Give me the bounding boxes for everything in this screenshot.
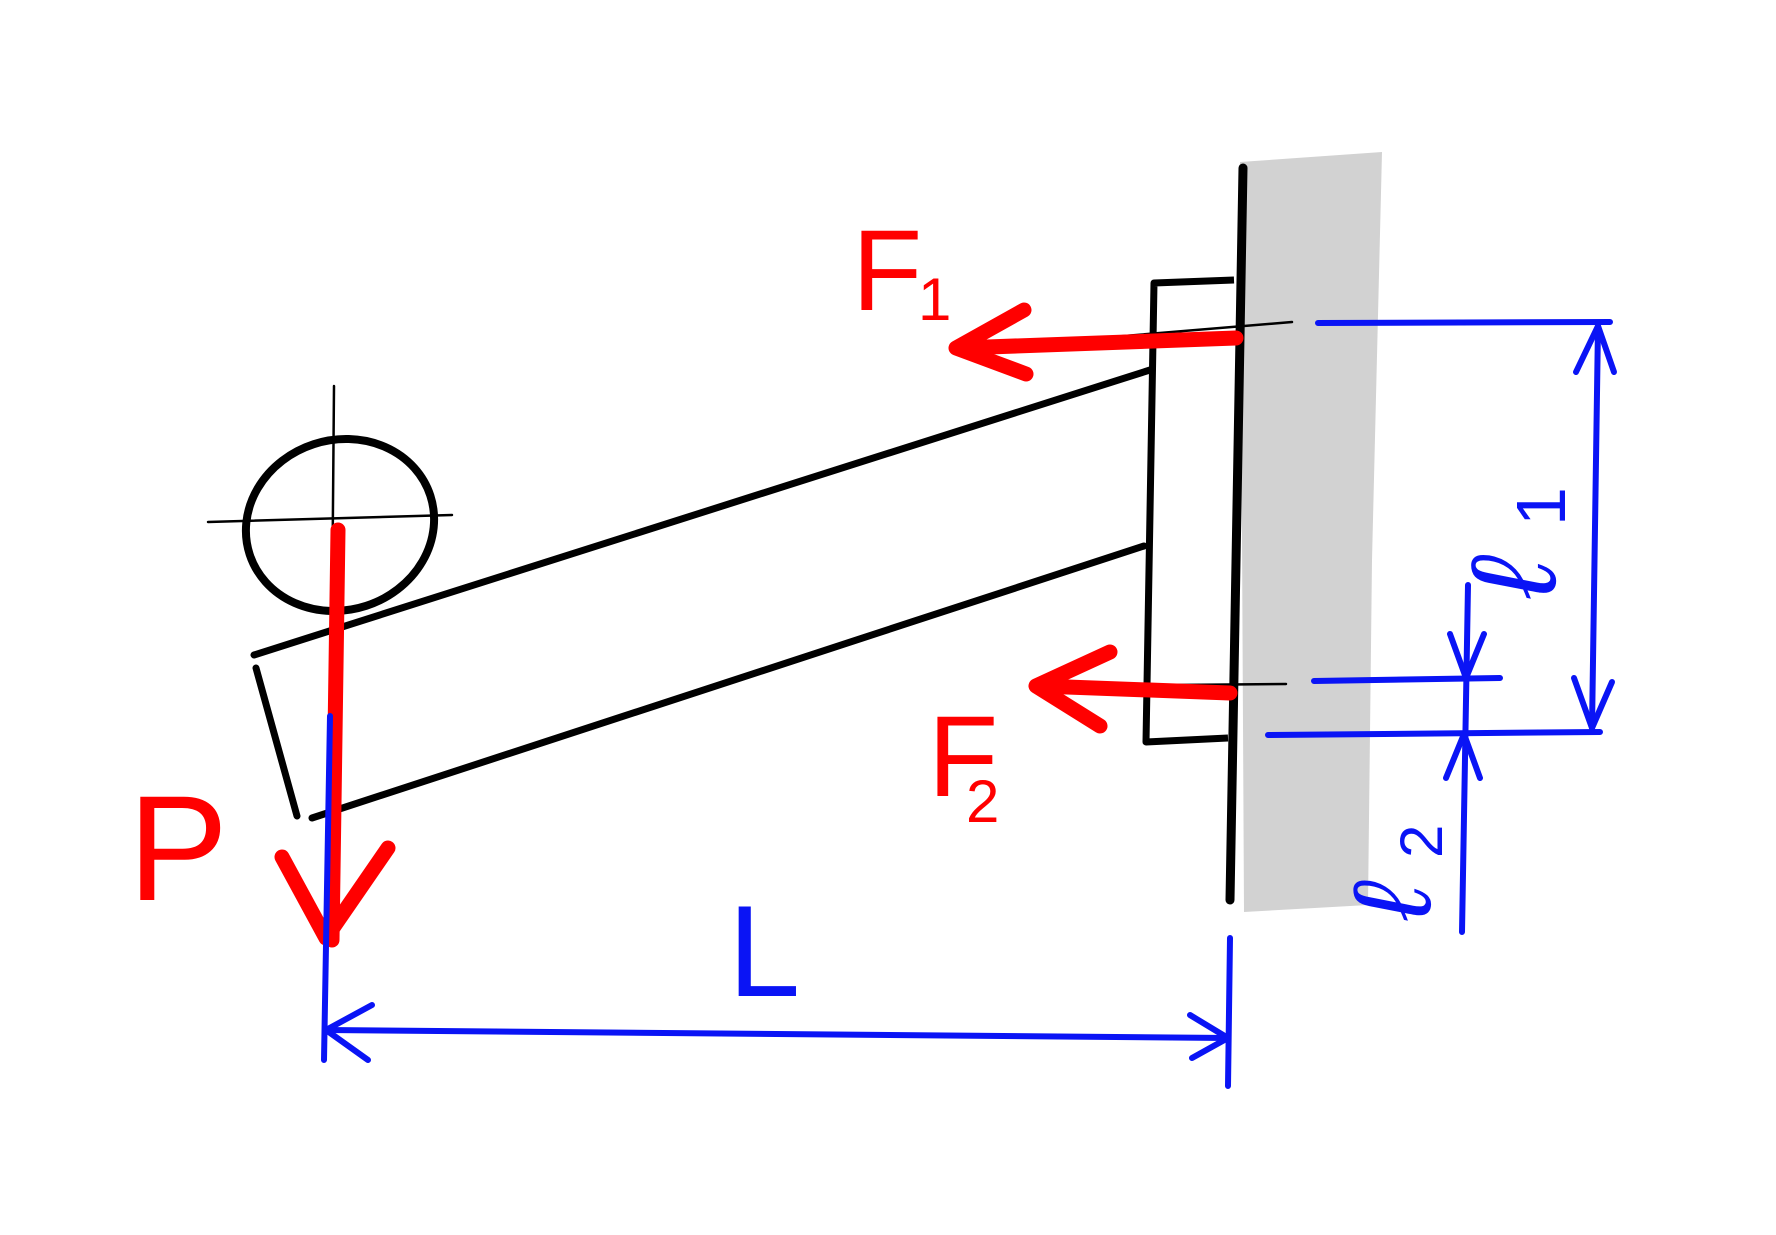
load-p-label: P: [128, 764, 228, 932]
length-extension-left: [321, 713, 333, 1063]
wall-face-line: [1225, 163, 1248, 905]
force-f1-subscript: 1: [918, 266, 951, 333]
arm2-label-group: ℓ 2: [1331, 825, 1455, 921]
length-extension-right: [1225, 935, 1233, 1089]
arm-bottom-edge: [308, 542, 1148, 822]
arm1-arrowhead-top: [1573, 323, 1617, 375]
arm1-extension-top: [1315, 319, 1613, 326]
arm1-subscript: 1: [1502, 487, 1580, 526]
force-f2-subscript: 2: [966, 768, 999, 835]
arm-end-edge: [252, 664, 301, 820]
length-label: L: [728, 878, 800, 1024]
arm1-arrowhead-bottom: [1571, 675, 1615, 731]
arm1-dimension-line: [1589, 323, 1601, 731]
force-f1-shaft: [952, 330, 1244, 356]
force-f1-label: F: [852, 207, 922, 335]
force-f1-arrowhead: [948, 302, 1034, 382]
arm-top-edge: [250, 366, 1154, 659]
base-plate: [1142, 276, 1235, 746]
arms-extension-plate-bottom: [1265, 729, 1603, 738]
force-f2-shaft: [1032, 678, 1238, 701]
arm1-label-group: ℓ 1: [1447, 487, 1581, 599]
force-f2-label: F: [928, 693, 998, 821]
arm2-label: ℓ: [1331, 880, 1454, 921]
arm2-subscript: 2: [1388, 825, 1455, 858]
length-arrowhead-right: [1187, 1012, 1231, 1061]
pipe-centerline-horizontal: [206, 513, 454, 524]
arm2-arrowhead-top: [1447, 631, 1487, 681]
arm2-dimension-line: [1459, 582, 1471, 935]
load-p-shaft: [324, 522, 346, 948]
arm2-extension-bottom-bolt: [1311, 675, 1503, 684]
pipe-circle: [241, 434, 439, 616]
length-dimension-line: [323, 1027, 1231, 1041]
arm2-arrowhead-bottom: [1443, 731, 1483, 781]
force-f2-arrowhead: [1028, 644, 1118, 734]
wall: [1240, 152, 1382, 912]
length-arrowhead-left: [323, 1002, 375, 1063]
